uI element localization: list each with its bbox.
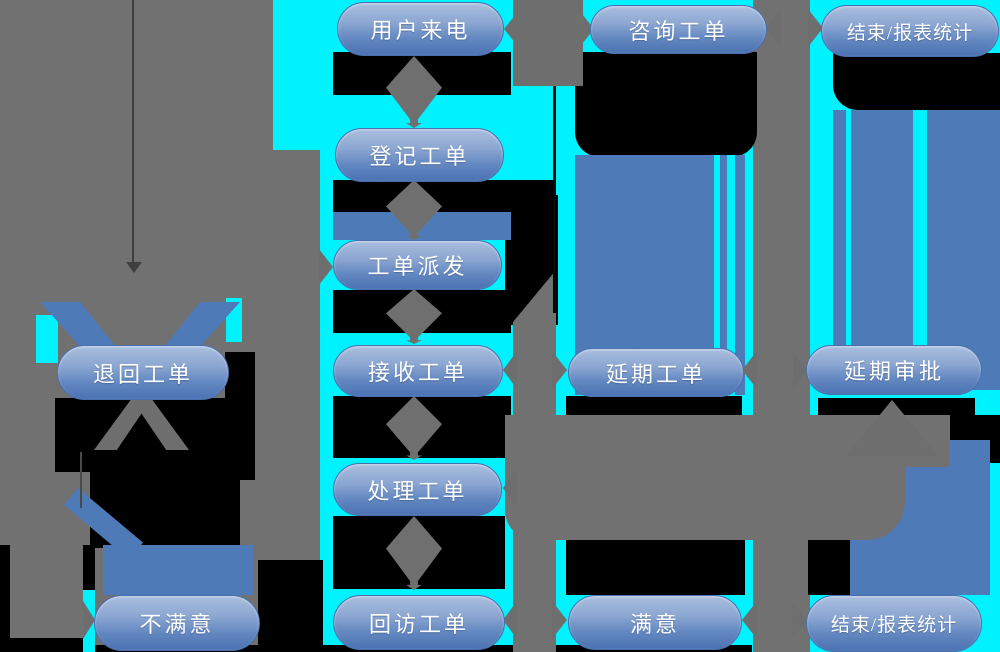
cyan-strip: [745, 0, 753, 652]
arrow-down-icon: [126, 262, 142, 273]
connector-line-vertical: [80, 452, 82, 508]
node-register-ticket: 登记工单: [335, 128, 504, 182]
arrow-left-icon: [742, 601, 757, 639]
node-end-report-top: 结束/报表统计: [821, 5, 999, 57]
node-delay-approval: 延期审批: [806, 345, 982, 395]
arrow-left-icon: [503, 601, 517, 639]
arrow-left-icon: [742, 351, 757, 389]
gray-blob: [505, 415, 905, 540]
arrow-right-icon: [792, 601, 807, 639]
connector-line-vertical: [132, 0, 134, 262]
arrow-right-icon: [808, 9, 823, 47]
node-label: 延期工单: [605, 361, 706, 387]
connector-line-vertical: [553, 85, 556, 313]
cyan-strip: [320, 0, 333, 652]
node-label: 退回工单: [92, 361, 193, 387]
arrow-body-call-consult: [513, 0, 583, 86]
node-delay-ticket: 延期工单: [568, 348, 744, 397]
shadow-block: [833, 53, 1000, 110]
node-unsatisfied: 不满意: [94, 595, 260, 651]
node-user-call: 用户来电: [337, 2, 504, 56]
arrow-right-icon: [578, 9, 594, 49]
node-end-report-bottom: 结束/报表统计: [806, 595, 982, 652]
arrow-left-icon: [504, 9, 520, 49]
bg-gray-right-band: [753, 0, 810, 652]
cyan-pinstripe: [913, 110, 927, 390]
arrow-left-icon: [503, 469, 517, 507]
cyan-pinstripe: [727, 155, 735, 395]
node-receive-ticket: 接收工单: [333, 345, 503, 397]
shadow-block: [258, 560, 323, 648]
node-label: 接收工单: [367, 360, 468, 385]
cyan-row: [333, 332, 513, 345]
node-label: 结束/报表统计: [846, 22, 974, 44]
node-label: 延期审批: [843, 359, 944, 384]
node-dispatch-ticket: 工单派发: [333, 240, 502, 290]
arrow-right-icon: [83, 601, 95, 639]
shadow-block: [566, 540, 745, 595]
cyan-row: [333, 95, 560, 128]
node-consult-ticket: 咨询工单: [590, 5, 767, 54]
node-satisfied: 满意: [568, 595, 742, 650]
shadow-block: [808, 537, 858, 595]
cyan-pinstripe: [714, 155, 720, 395]
node-label: 满意: [629, 611, 680, 637]
node-label: 结束/报表统计: [830, 615, 958, 636]
arrow-right-icon: [793, 351, 807, 389]
arrow-up-icon: [846, 400, 938, 456]
arrow-right-icon: [552, 601, 567, 639]
node-label: 回访工单: [368, 611, 469, 637]
cyan-row: [333, 588, 513, 595]
shadow-block: [225, 352, 255, 480]
arrow-left-icon: [503, 351, 517, 389]
arrow-left-icon: [766, 9, 781, 47]
node-label: 用户来电: [370, 18, 471, 43]
arrow-right-icon: [319, 249, 333, 285]
cyan-pinstripe: [846, 110, 851, 390]
node-label: 工单派发: [367, 254, 468, 279]
node-label: 处理工单: [367, 478, 468, 504]
node-return-ticket: 退回工单: [57, 345, 229, 400]
arrow-right-icon: [552, 351, 567, 389]
node-process-ticket: 处理工单: [333, 463, 502, 516]
node-label: 登记工单: [369, 144, 470, 169]
cyan-strip: [273, 0, 320, 150]
node-revisit-ticket: 回访工单: [333, 595, 505, 650]
cyan-row: [333, 455, 513, 463]
cyan-wedge: [36, 315, 58, 363]
gray-block-bottom-left: [10, 545, 83, 638]
shadow-block: [575, 52, 757, 157]
node-label: 咨询工单: [628, 18, 729, 44]
node-label: 不满意: [139, 612, 215, 637]
